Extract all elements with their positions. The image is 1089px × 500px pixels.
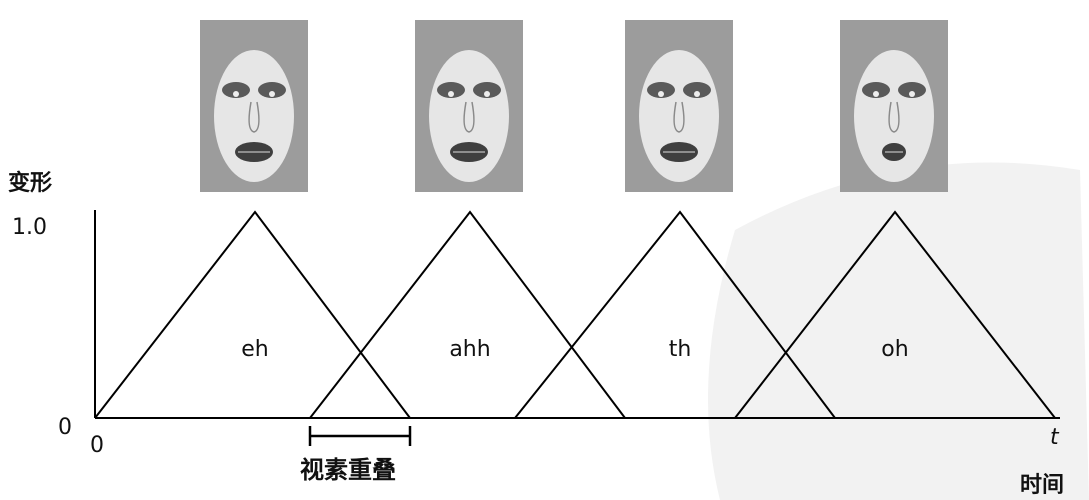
face-left-eye bbox=[222, 82, 250, 98]
viseme-triangles: eh ahh th oh bbox=[94, 210, 1056, 419]
viseme-triangle-ahh bbox=[309, 210, 626, 419]
face-head bbox=[429, 50, 509, 182]
face-left-pupil bbox=[658, 91, 664, 97]
face-nose bbox=[888, 101, 900, 133]
face-right-eye bbox=[683, 82, 711, 98]
face-nose bbox=[463, 101, 475, 133]
face-left-pupil bbox=[448, 91, 454, 97]
face-right-eye bbox=[258, 82, 286, 98]
face-nose bbox=[673, 101, 685, 133]
face-head bbox=[639, 50, 719, 182]
face-right-pupil bbox=[269, 91, 275, 97]
face-image-ahh bbox=[415, 20, 523, 192]
face-right-eye bbox=[898, 82, 926, 98]
viseme-triangle-th bbox=[514, 210, 836, 419]
x-tick-zero: 0 bbox=[90, 433, 104, 458]
face-head bbox=[854, 50, 934, 182]
face-right-pupil bbox=[694, 91, 700, 97]
watermark-shape bbox=[708, 162, 1089, 500]
y-axis-title: 变形 bbox=[8, 170, 52, 196]
face-left-eye bbox=[862, 82, 890, 98]
x-axis-title: 时间 bbox=[1020, 473, 1064, 498]
face-left-pupil bbox=[233, 91, 239, 97]
face-nose bbox=[248, 101, 260, 133]
viseme-triangle-oh bbox=[734, 210, 1056, 419]
viseme-label-eh: eh bbox=[241, 337, 268, 362]
viseme-label-ahh: ahh bbox=[449, 337, 490, 362]
viseme-triangle-eh bbox=[94, 210, 411, 419]
viseme-label-th: th bbox=[669, 337, 692, 362]
face-images bbox=[200, 20, 948, 192]
face-image-th bbox=[625, 20, 733, 192]
face-image-eh bbox=[200, 20, 308, 192]
face-head bbox=[214, 50, 294, 182]
viseme-label-oh: oh bbox=[881, 337, 908, 362]
face-left-eye bbox=[647, 82, 675, 98]
face-right-pupil bbox=[909, 91, 915, 97]
x-axis-variable: t bbox=[1050, 425, 1060, 450]
face-image-oh bbox=[840, 20, 948, 192]
y-tick-zero: 0 bbox=[58, 415, 72, 440]
overlap-bracket bbox=[308, 426, 412, 446]
face-right-eye bbox=[473, 82, 501, 98]
y-tick-top: 1.0 bbox=[12, 215, 47, 240]
face-right-pupil bbox=[484, 91, 490, 97]
face-left-eye bbox=[437, 82, 465, 98]
face-left-pupil bbox=[873, 91, 879, 97]
overlap-label: 视素重叠 bbox=[300, 456, 396, 484]
